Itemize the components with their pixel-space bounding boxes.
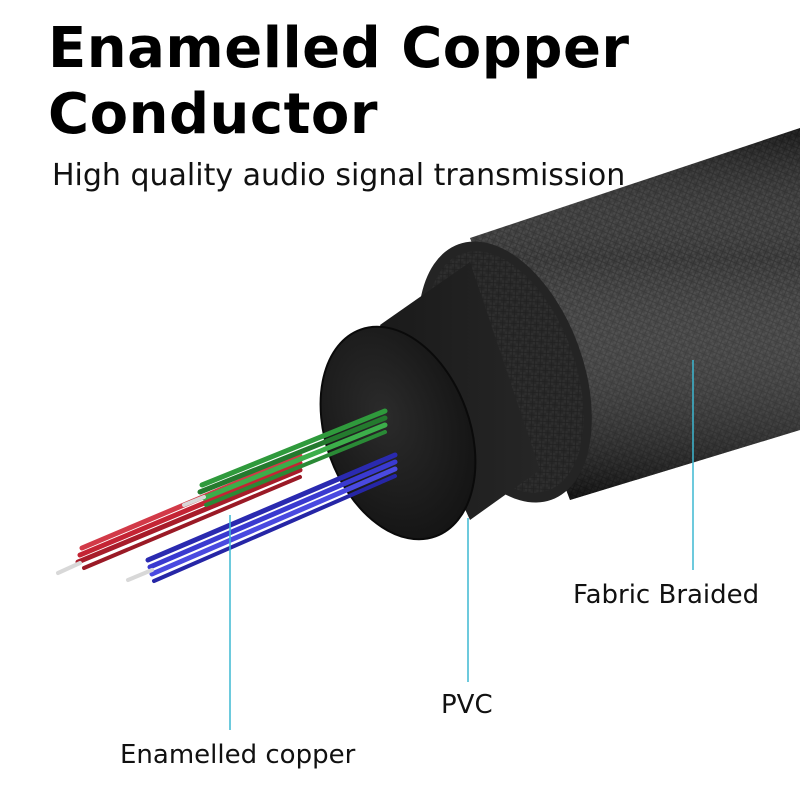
green-wire-strands: [182, 408, 388, 507]
label-enamelled-copper: Enamelled copper: [120, 740, 356, 770]
title-line-1: Enamelled Copper: [48, 16, 630, 81]
subtitle: High quality audio signal transmission: [52, 158, 626, 193]
wire-bundle: [56, 408, 398, 583]
callout-lines: [229, 360, 694, 730]
title-line-2: Conductor: [48, 82, 378, 147]
page-title: Enamelled Copper Conductor: [48, 16, 630, 148]
label-pvc: PVC: [441, 690, 493, 720]
blue-wire-strands: [126, 452, 398, 583]
label-fabric-braided: Fabric Braided: [573, 580, 760, 610]
